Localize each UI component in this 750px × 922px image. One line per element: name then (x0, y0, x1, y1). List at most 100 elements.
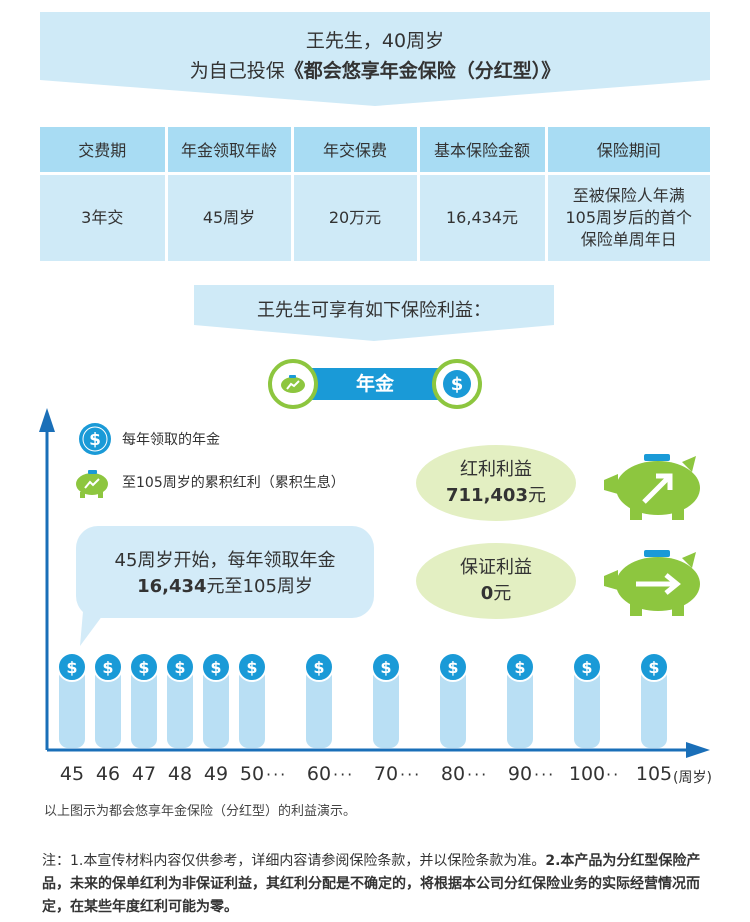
dollar-coin-icon (505, 652, 535, 682)
x-tick-label: 60 (306, 763, 332, 785)
col-annual-premium: 年交保费 (292, 127, 420, 173)
dollar-sign: $ (581, 658, 592, 677)
dollar-coin-icon (93, 652, 123, 682)
piggy-bank-icon (76, 470, 108, 498)
cell-payment-term: 3年交 (40, 171, 168, 261)
banner-shape (40, 12, 710, 106)
x-tick-label: 90 (507, 763, 533, 785)
dollar-coin-icon (201, 652, 231, 682)
dollar-sign: $ (447, 658, 458, 677)
header-banner: 王先生，40周岁 为自己投保《都会悠享年金保险（分红型）》 (40, 12, 710, 106)
x-tick-label: 45 (59, 763, 85, 785)
guaranteed-benefit-label: 保证利益 (460, 557, 532, 578)
guaranteed-benefit-amount: 0 (480, 583, 494, 604)
callout-tail (80, 600, 114, 646)
x-tick-label: 48 (167, 763, 193, 785)
axis-ellipsis: ··· (534, 765, 556, 784)
x-axis-arrow-icon (686, 742, 710, 758)
header-line2-prefix: 为自己投保 (189, 60, 285, 82)
col-sum-insured: 基本保险金额 (418, 127, 548, 173)
annuity-pill: 年金 $ (268, 359, 482, 409)
dollar-coin-icon (639, 652, 669, 682)
x-tick-label: 47 (131, 763, 157, 785)
annuity-column (203, 662, 229, 748)
header-line1: 王先生，40周岁 (305, 30, 445, 52)
dollar-sign: $ (174, 658, 185, 677)
annuity-column (59, 662, 85, 748)
annuity-column (306, 662, 332, 748)
legend-item-dividend: 至105周岁的累积红利（累积生息） (72, 465, 345, 499)
annuity-bar (294, 368, 456, 400)
dividend-benefit-unit: 元 (527, 485, 546, 506)
annuity-column (131, 662, 157, 748)
benefits-banner: 王先生可享有如下保险利益： (194, 285, 554, 341)
benefits-banner-shape (194, 285, 554, 341)
dollar-sign: $ (514, 658, 525, 677)
cell-coverage-period: 至被保险人年满105周岁后的首个保险单周年日 (546, 171, 710, 261)
callout-suffix: 元至105周岁 (206, 576, 313, 597)
callout-line1: 45周岁开始，每年领取年金 (114, 550, 336, 571)
note-plain: 注：1.本宣传材料内容仅供参考，详细内容请参阅保险条款，并以保险条款为准。 (42, 853, 546, 869)
dollar-coin-icon (57, 652, 87, 682)
piggy-bank-rising-icon (604, 454, 700, 520)
policy-table: 交费期 年金领取年龄 年交保费 基本保险金额 保险期间 3年交 45周岁 20万… (40, 127, 710, 261)
col-coverage-period: 保险期间 (546, 127, 710, 173)
annuity-callout (76, 526, 374, 618)
annuity-column (574, 662, 600, 748)
dollar-coin-icon (237, 652, 267, 682)
dollar-coin-icon (304, 652, 334, 682)
annuity-label: 年金 (355, 373, 394, 395)
axis-ellipsis: ··· (400, 765, 422, 784)
dollar-sign: $ (313, 658, 324, 677)
x-tick-label: 100 (568, 763, 606, 785)
x-tick-label: 46 (95, 763, 121, 785)
x-tick-label: 80 (440, 763, 466, 785)
product-name: 《都会悠享年金保险（分红型）》 (284, 60, 561, 82)
axis-ellipsis: ··· (266, 765, 288, 784)
annuity-column (440, 662, 466, 748)
dollar-coin-icon (165, 652, 195, 682)
dividend-benefit: 红利利益 711,403元 (416, 445, 576, 521)
legend-dividend-label: 至105周岁的累积红利（累积生息） (122, 475, 345, 491)
chart-caption: 以上图示为都会悠享年金保险（分红型）的利益演示。 (44, 804, 357, 819)
dollar-coin-icon (438, 652, 468, 682)
x-tick-label: 49 (203, 763, 229, 785)
table-header-row: 交费期 年金领取年龄 年交保费 基本保险金额 保险期间 (40, 127, 710, 173)
cell-sum-insured: 16,434元 (418, 171, 548, 261)
dollar-sign: $ (102, 658, 113, 677)
dollar-coin-icon (572, 652, 602, 682)
dividend-benefit-label: 红利利益 (460, 459, 532, 480)
x-axis-unit: (周岁) (673, 770, 712, 786)
dollar-sign: $ (246, 658, 257, 677)
dollar-sign: $ (380, 658, 391, 677)
callout-text: 45周岁开始，每年领取年金 16,434元至105周岁 (76, 548, 374, 600)
guaranteed-benefit: 保证利益 0元 (416, 543, 576, 619)
dollar-coin-icon (129, 652, 159, 682)
x-tick-label: 50 (239, 763, 265, 785)
dividend-benefit-amount: 711,403 (446, 485, 528, 506)
disclaimer-note: 注：1.本宣传材料内容仅供参考，详细内容请参阅保险条款，并以保险条款为准。2.本… (42, 850, 714, 919)
legend-annuity-label: 每年领取的年金 (122, 432, 220, 448)
axis-ellipsis: ··· (333, 765, 355, 784)
col-payment-term: 交费期 (40, 127, 168, 173)
annuity-column (167, 662, 193, 748)
cell-annuity-age: 45周岁 (166, 171, 294, 261)
col-annuity-age: 年金领取年龄 (166, 127, 294, 173)
axis-ellipsis: ··· (467, 765, 489, 784)
legend-item-annuity: $ 每年领取的年金 (78, 422, 220, 456)
note-bold: 2.本产品为分红型保险产品，未来的保单红利为非保证利益，其红利分配是不确定的，将… (42, 853, 701, 915)
svg-text:$: $ (89, 430, 101, 450)
dollar-sign: $ (66, 658, 77, 677)
annuity-column (95, 662, 121, 748)
table-row: 3年交 45周岁 20万元 16,434元 至被保险人年满105周岁后的首个保险… (40, 171, 710, 261)
benefits-title: 王先生可享有如下保险利益： (257, 300, 491, 321)
axis-ellipsis: ·· (606, 765, 621, 784)
annuity-column (507, 662, 533, 748)
dollar-coin-icon: $ (79, 423, 111, 455)
cell-annual-premium: 20万元 (292, 171, 420, 261)
svg-text:$: $ (451, 374, 464, 395)
x-tick-label: 105 (635, 763, 673, 785)
y-axis-arrow-icon (39, 408, 55, 432)
